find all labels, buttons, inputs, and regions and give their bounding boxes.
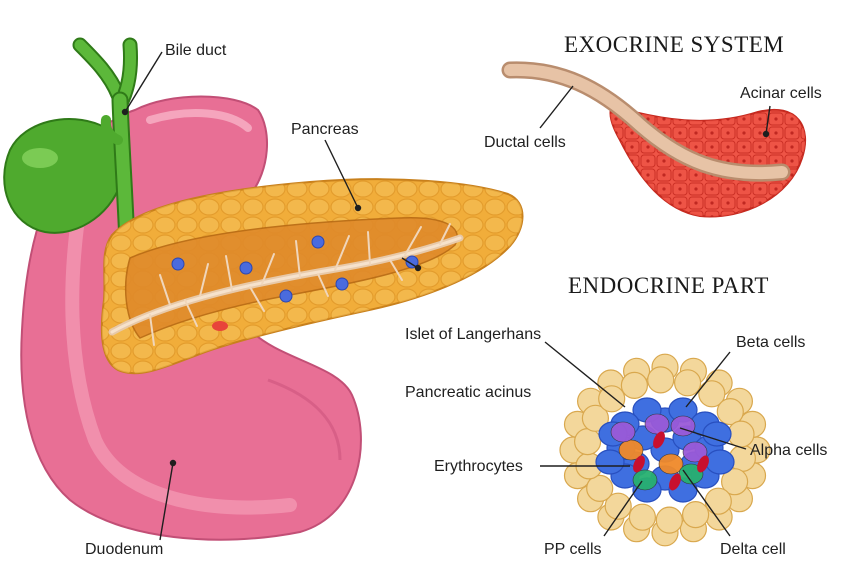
label-delta-cell: Delta cell [720,541,786,558]
leader-lines [121,51,771,541]
pancreas-shape [100,178,524,375]
label-acinar-cells: Acinar cells [740,85,822,102]
label-islet-of-langerhans: Islet of Langerhans [405,326,542,343]
label-ductal-cells: Ductal cells [484,134,566,151]
label-pancreas: Pancreas [291,121,359,138]
exocrine-heading: EXOCRINE SYSTEM [564,32,785,57]
label-duodenum: Duodenum [85,541,164,558]
label-bile-duct: Bile duct [165,42,227,59]
label-pp-cells: PP cells [544,541,602,558]
label-beta-cells: Beta cells [736,334,806,351]
label-erythrocytes: Erythrocytes [434,458,523,475]
islet-illustration [559,353,771,547]
endocrine-heading: ENDOCRINE PART [568,273,769,298]
label-pancreatic-acinus: Pancreatic acinus [405,384,532,401]
label-alpha-cells: Alpha cells [750,442,828,459]
exocrine-illustration [501,61,807,218]
